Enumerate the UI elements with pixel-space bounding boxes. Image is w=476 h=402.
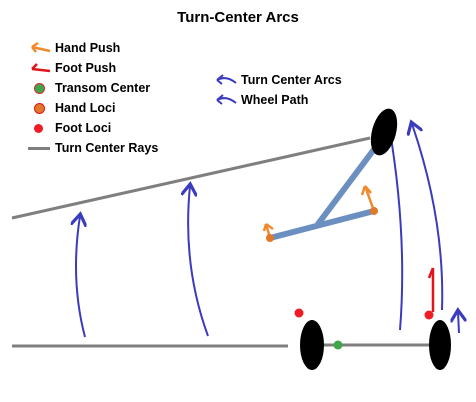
legend-paths: Turn Center Arcs Wheel Path: [214, 70, 342, 110]
wheel-path-inner: [387, 114, 404, 331]
legend-label-foot-loci: Foot Loci: [55, 121, 112, 135]
foot-loci-dot-icon: [34, 123, 43, 133]
arc-arrow-icon: [216, 74, 237, 85]
turn-center-arc-1: [76, 216, 85, 338]
wheel-path-stub: [458, 312, 459, 334]
legend-item-hand-loci: Hand Loci: [28, 98, 158, 118]
legend-item-turn-center-rays: Turn Center Rays: [28, 138, 158, 158]
hand-locus-left: [266, 234, 274, 242]
hand-push-arrow-right: [363, 185, 376, 212]
rear-wheel-left: [300, 320, 324, 370]
wheel-path-outer: [412, 124, 444, 311]
legend-item-foot-push: Foot Push: [28, 58, 158, 78]
hand-push-arrow-icon: [31, 41, 51, 53]
legend-item-turn-center-arcs: Turn Center Arcs: [214, 70, 342, 90]
legend-label-turn-center-rays: Turn Center Rays: [55, 141, 159, 155]
hand-loci-dot-icon: [34, 102, 45, 114]
hand-push-arrow-left: [264, 223, 272, 239]
legend-main: Hand Push Foot Push Transom Center Hand …: [28, 38, 158, 158]
frame-arm: [315, 133, 387, 227]
transom-center-dot-icon: [34, 82, 45, 94]
legend-label-transom-center: Transom Center: [55, 81, 151, 95]
rear-wheel-right: [429, 320, 451, 370]
front-wheel: [370, 108, 398, 156]
wheel-path-arrow-icon: [216, 94, 237, 105]
legend-item-hand-push: Hand Push: [28, 38, 158, 58]
foot-push-arrow-icon: [31, 63, 51, 73]
legend-item-transom-center: Transom Center: [28, 78, 158, 98]
legend-label-foot-push: Foot Push: [55, 61, 117, 75]
legend-label-hand-loci: Hand Loci: [55, 101, 116, 115]
legend-item-wheel-path: Wheel Path: [214, 90, 342, 110]
ray-line-icon: [28, 146, 50, 150]
legend-label-turn-center-arcs: Turn Center Arcs: [241, 73, 342, 87]
foot-locus-right: [424, 310, 434, 320]
legend-label-wheel-path: Wheel Path: [241, 93, 309, 107]
legend-label-hand-push: Hand Push: [55, 41, 121, 55]
turn-center-arc-2: [188, 186, 209, 337]
hand-locus-right: [370, 207, 378, 215]
legend-item-foot-loci: Foot Loci: [28, 118, 158, 138]
diagram-title: Turn-Center Arcs: [177, 9, 299, 26]
foot-locus-left: [294, 308, 304, 318]
frame-axle: [267, 208, 377, 241]
transom-center-point: [333, 340, 343, 350]
